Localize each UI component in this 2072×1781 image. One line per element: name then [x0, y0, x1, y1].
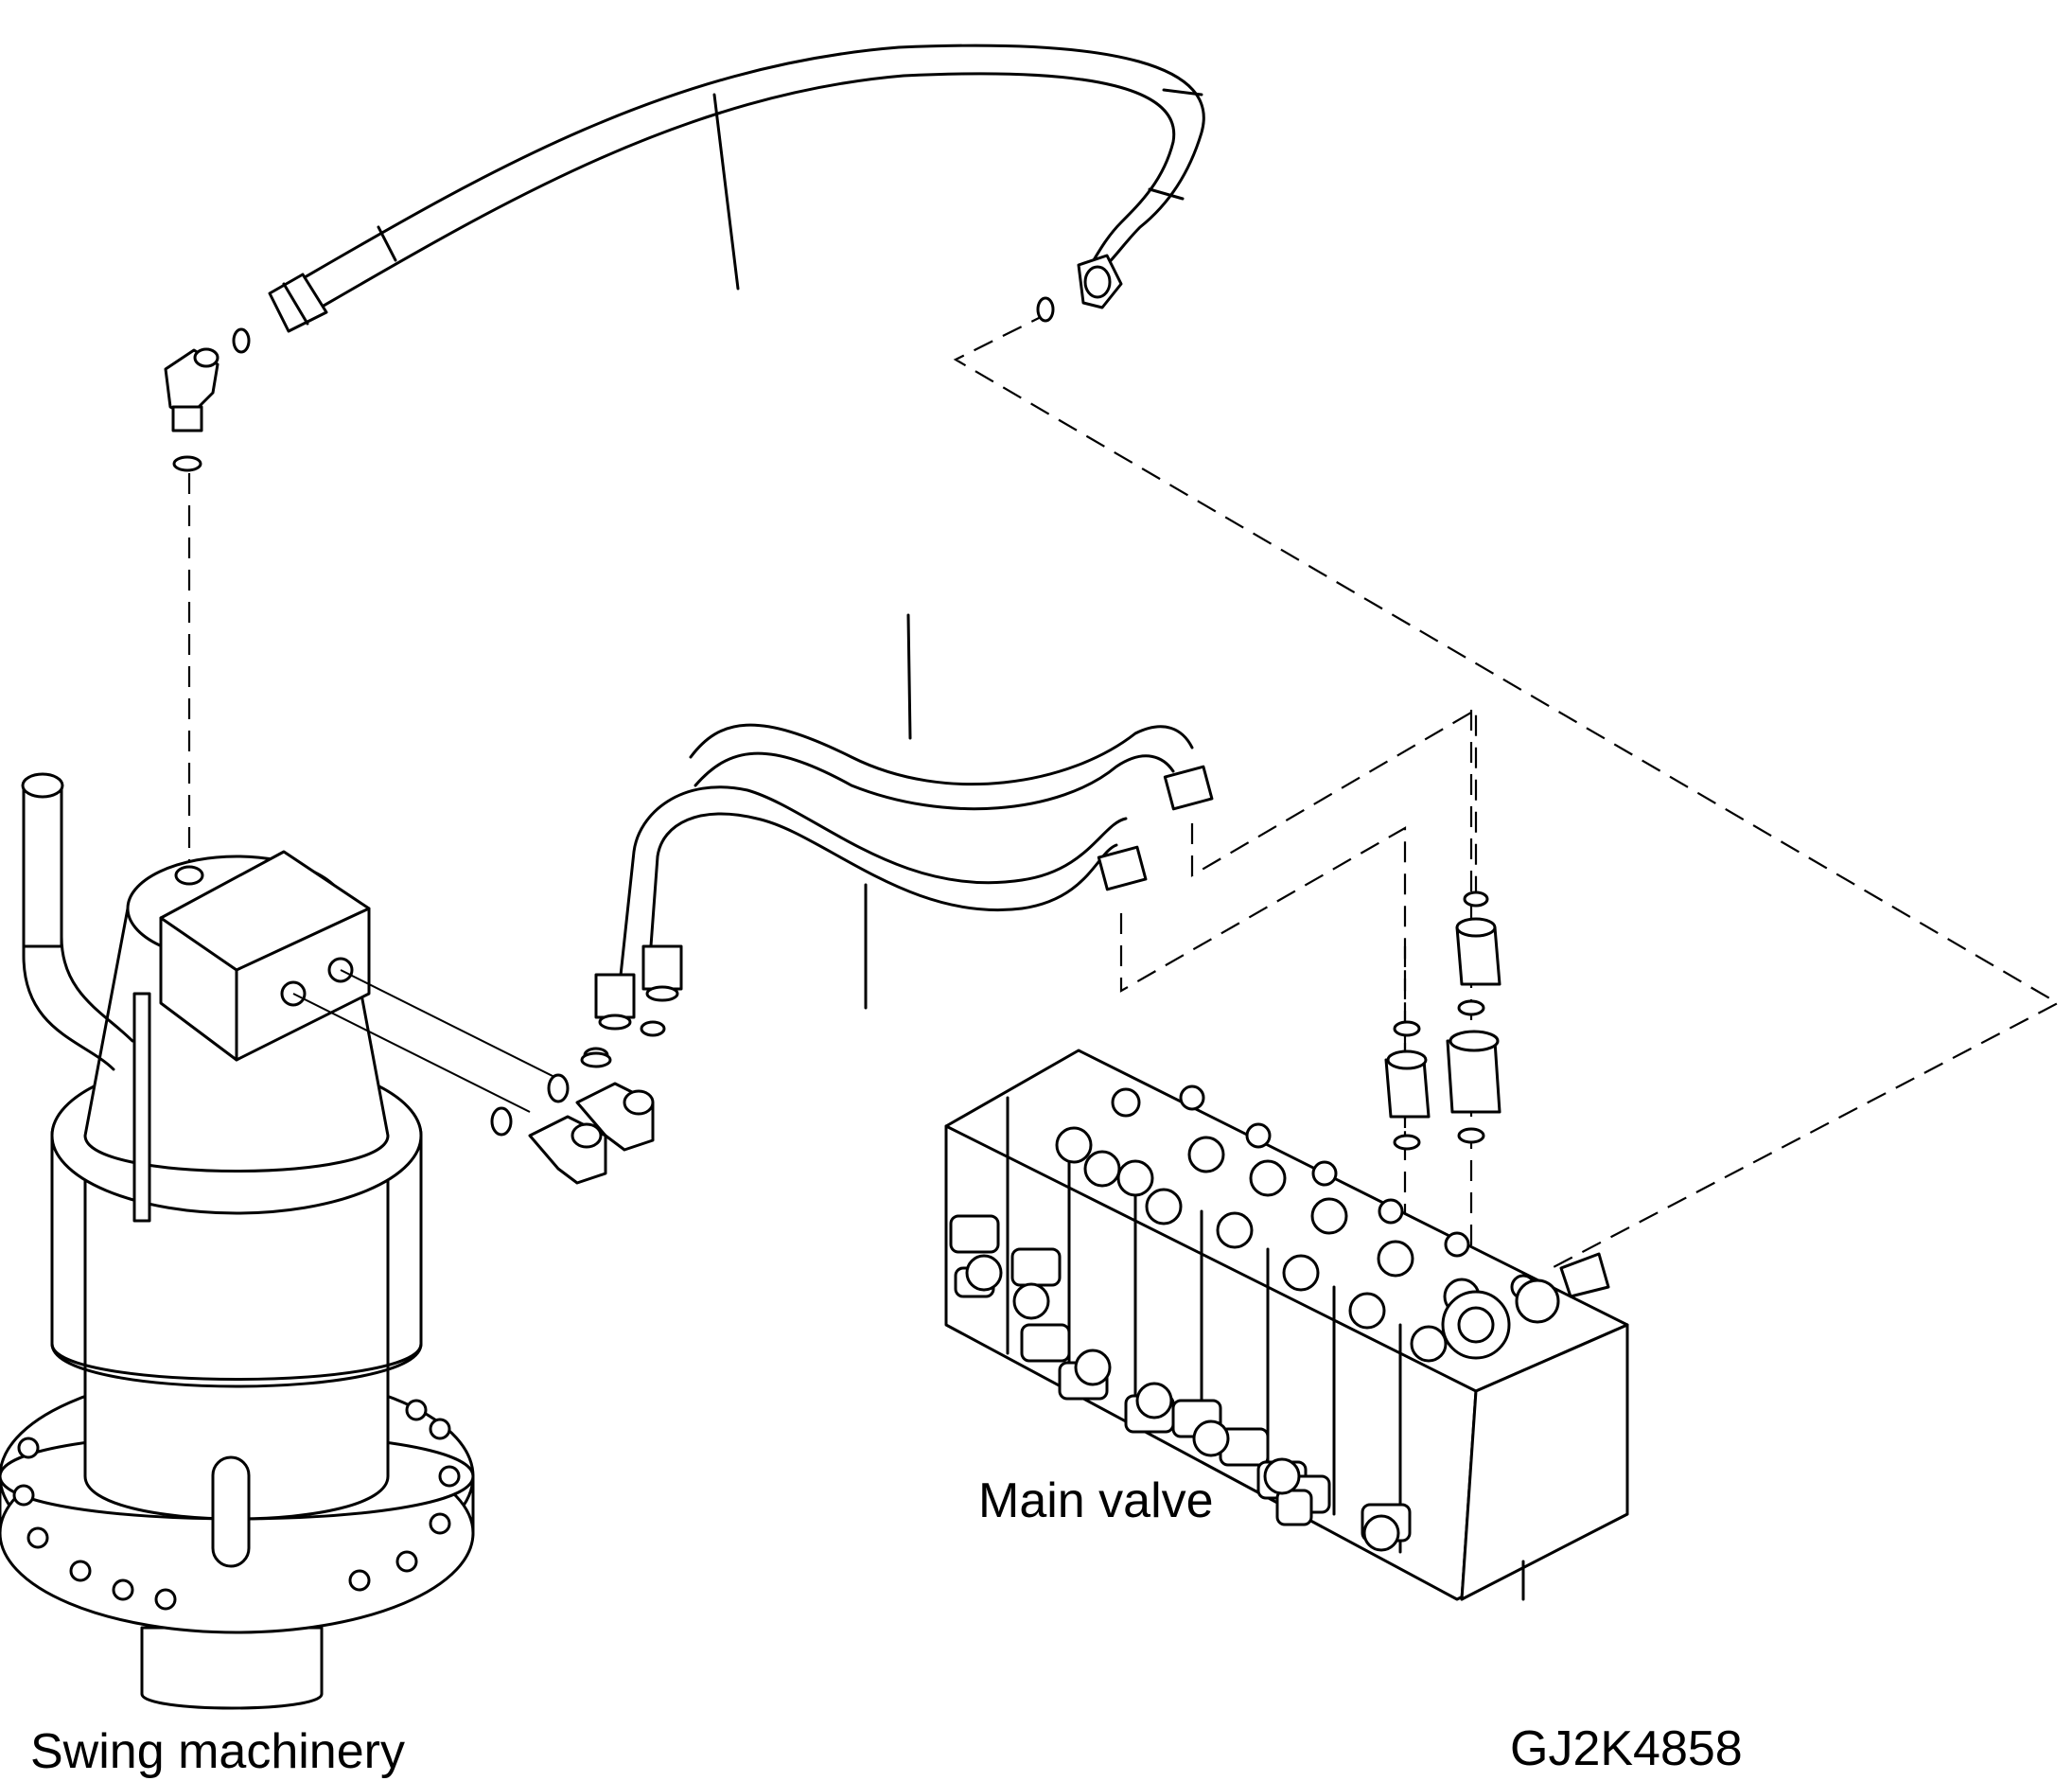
long-swing-hose	[164, 44, 1205, 472]
main-valve	[944, 1049, 1629, 1601]
valve-top-ports	[1055, 1084, 1536, 1363]
swing-port-fittings	[490, 1051, 655, 1185]
swing-machinery	[0, 772, 569, 1710]
swing-machinery-label: Swing machinery	[30, 1724, 405, 1779]
drawing-code: GJ2K4858	[1510, 1721, 1743, 1776]
twin-hoses	[583, 613, 1214, 1064]
flange-bolt-holes	[12, 1399, 461, 1611]
main-valve-label: Main valve	[978, 1473, 1214, 1528]
valve-spool-caps	[949, 1214, 1412, 1552]
valve-port-fittings	[1384, 890, 1501, 1151]
